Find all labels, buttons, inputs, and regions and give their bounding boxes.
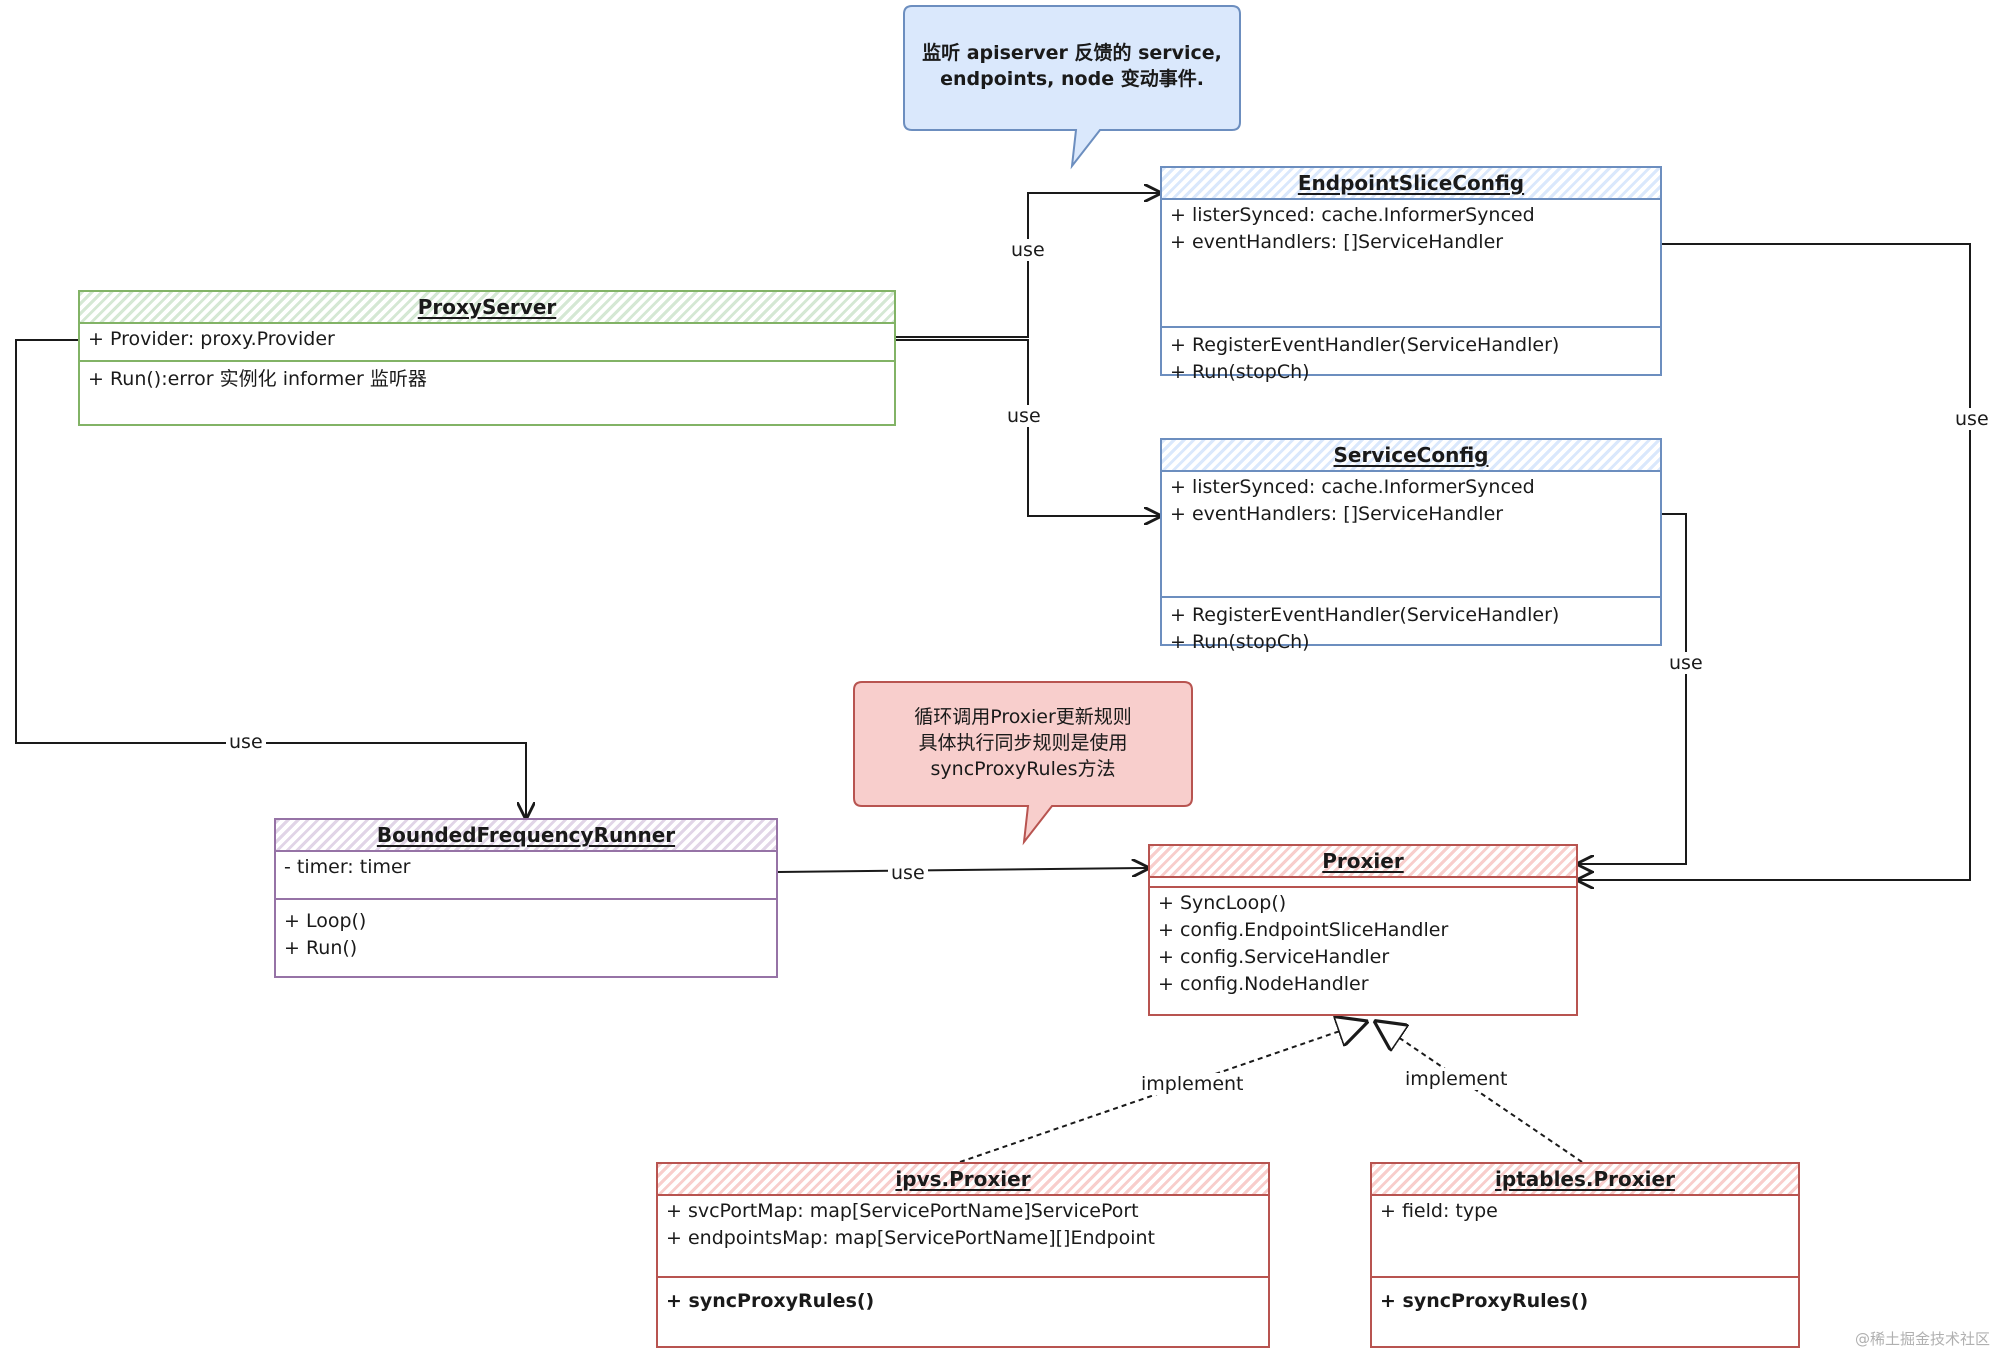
serviceconfig-attr: + listerSynced: cache.InformerSynced xyxy=(1170,476,1535,498)
proxier-methods: + SyncLoop() + config.EndpointSliceHandl… xyxy=(1150,888,1576,1004)
edge-iptables-implements-proxier xyxy=(1376,1022,1583,1163)
boundedfrequencyrunner-method: + Loop() xyxy=(284,910,367,932)
boundedfrequencyrunner-attr: - timer: timer xyxy=(284,856,411,878)
proxyserver-class[interactable]: ProxyServer + Provider: proxy.Provider +… xyxy=(78,290,896,426)
top-callout-line2: endpoints, node 变动事件. xyxy=(940,68,1204,90)
serviceconfig-method: + RegisterEventHandler(ServiceHandler) xyxy=(1170,604,1560,626)
edge-label-implement: implement xyxy=(1138,1073,1247,1095)
edge-proxyserver-serviceconfig xyxy=(896,339,1160,516)
proxier-title: Proxier xyxy=(1150,846,1576,878)
proxier-spacer xyxy=(1150,878,1576,888)
ipvs-proxier-attr: + svcPortMap: map[ServicePortName]Servic… xyxy=(666,1200,1139,1222)
serviceconfig-attr: + eventHandlers: []ServiceHandler xyxy=(1170,503,1504,525)
proxier-class[interactable]: Proxier + SyncLoop() + config.EndpointSl… xyxy=(1148,844,1578,1016)
mid-callout-line3: syncProxyRules方法 xyxy=(930,758,1116,780)
iptables-proxier-attrs: + field: type xyxy=(1372,1196,1798,1278)
edge-label-implement: implement xyxy=(1402,1068,1511,1090)
serviceconfig-methods: + RegisterEventHandler(ServiceHandler) +… xyxy=(1162,598,1660,662)
proxier-method: + config.NodeHandler xyxy=(1158,973,1369,995)
edge-label-use: use xyxy=(1004,405,1044,427)
proxyserver-attr: + Provider: proxy.Provider xyxy=(88,328,335,350)
top-callout: 监听 apiserver 反馈的 service, endpoints, nod… xyxy=(904,40,1240,92)
endpointsliceconfig-method: + RegisterEventHandler(ServiceHandler) xyxy=(1170,334,1560,356)
edge-proxyserver-endpointsliceconfig xyxy=(896,193,1160,338)
proxier-method: + config.ServiceHandler xyxy=(1158,946,1390,968)
iptables-proxier-attr: + field: type xyxy=(1380,1200,1498,1222)
proxyserver-attrs: + Provider: proxy.Provider xyxy=(80,324,894,362)
mid-callout-line2: 具体执行同步规则是使用 xyxy=(918,732,1128,754)
top-callout-line1: 监听 apiserver 反馈的 service, xyxy=(922,42,1222,64)
serviceconfig-class[interactable]: ServiceConfig + listerSynced: cache.Info… xyxy=(1160,438,1662,653)
edge-serviceconfig-proxier xyxy=(1578,513,1687,864)
watermark: @稀土掘金技术社区 xyxy=(1854,1330,1990,1348)
endpointsliceconfig-methods: + RegisterEventHandler(ServiceHandler) +… xyxy=(1162,328,1660,392)
edge-runner-proxier xyxy=(777,868,1148,872)
proxier-method: + SyncLoop() xyxy=(1158,892,1287,914)
edge-label-use: use xyxy=(1666,652,1706,674)
endpointsliceconfig-class[interactable]: EndpointSliceConfig + listerSynced: cach… xyxy=(1160,166,1662,383)
ipvs-proxier-methods: + syncProxyRules() xyxy=(658,1278,1268,1321)
boundedfrequencyrunner-methods: + Loop() + Run() xyxy=(276,900,776,968)
ipvs-proxier-attrs: + svcPortMap: map[ServicePortName]Servic… xyxy=(658,1196,1268,1278)
endpointsliceconfig-method: + Run(stopCh) xyxy=(1170,361,1310,383)
mid-callout-line1: 循环调用Proxier更新规则 xyxy=(914,706,1132,728)
endpointsliceconfig-attr: + listerSynced: cache.InformerSynced xyxy=(1170,204,1535,226)
mid-callout-shape xyxy=(853,681,1193,846)
proxyserver-methods: + Run():error 实例化 informer 监听器 xyxy=(80,362,894,399)
endpointsliceconfig-attrs: + listerSynced: cache.InformerSynced + e… xyxy=(1162,200,1660,328)
edge-endpointsliceconfig-proxier xyxy=(1578,243,1971,880)
endpointsliceconfig-attr: + eventHandlers: []ServiceHandler xyxy=(1170,231,1504,253)
boundedfrequencyrunner-attrs: - timer: timer xyxy=(276,852,776,900)
top-callout-shape xyxy=(903,5,1241,170)
proxyserver-title: ProxyServer xyxy=(80,292,894,324)
mid-callout: 循环调用Proxier更新规则 具体执行同步规则是使用 syncProxyRul… xyxy=(854,704,1192,782)
boundedfrequencyrunner-title: BoundedFrequencyRunner xyxy=(276,820,776,852)
ipvs-proxier-title: ipvs.Proxier xyxy=(658,1164,1268,1196)
serviceconfig-title: ServiceConfig xyxy=(1162,440,1660,472)
iptables-proxier-method: + syncProxyRules() xyxy=(1380,1290,1589,1312)
iptables-proxier-methods: + syncProxyRules() xyxy=(1372,1278,1798,1321)
serviceconfig-method: + Run(stopCh) xyxy=(1170,631,1310,653)
boundedfrequencyrunner-class[interactable]: BoundedFrequencyRunner - timer: timer + … xyxy=(274,818,778,978)
serviceconfig-attrs: + listerSynced: cache.InformerSynced + e… xyxy=(1162,472,1660,598)
edge-label-use: use xyxy=(1008,239,1048,261)
edge-label-use: use xyxy=(1952,408,1992,430)
proxier-method: + config.EndpointSliceHandler xyxy=(1158,919,1449,941)
ipvs-proxier-method: + syncProxyRules() xyxy=(666,1290,875,1312)
boundedfrequencyrunner-method: + Run() xyxy=(284,937,358,959)
ipvs-proxier-attr: + endpointsMap: map[ServicePortName][]En… xyxy=(666,1227,1156,1249)
endpointsliceconfig-title: EndpointSliceConfig xyxy=(1162,168,1660,200)
proxyserver-method: + Run():error 实例化 informer 监听器 xyxy=(88,368,427,390)
iptables-proxier-title: iptables.Proxier xyxy=(1372,1164,1798,1196)
edge-label-use: use xyxy=(888,862,928,884)
edge-label-use: use xyxy=(226,731,266,753)
edge-proxyserver-runner xyxy=(15,339,526,818)
ipvs-proxier-class[interactable]: ipvs.Proxier + svcPortMap: map[ServicePo… xyxy=(656,1162,1270,1348)
iptables-proxier-class[interactable]: iptables.Proxier + field: type + syncPro… xyxy=(1370,1162,1800,1348)
